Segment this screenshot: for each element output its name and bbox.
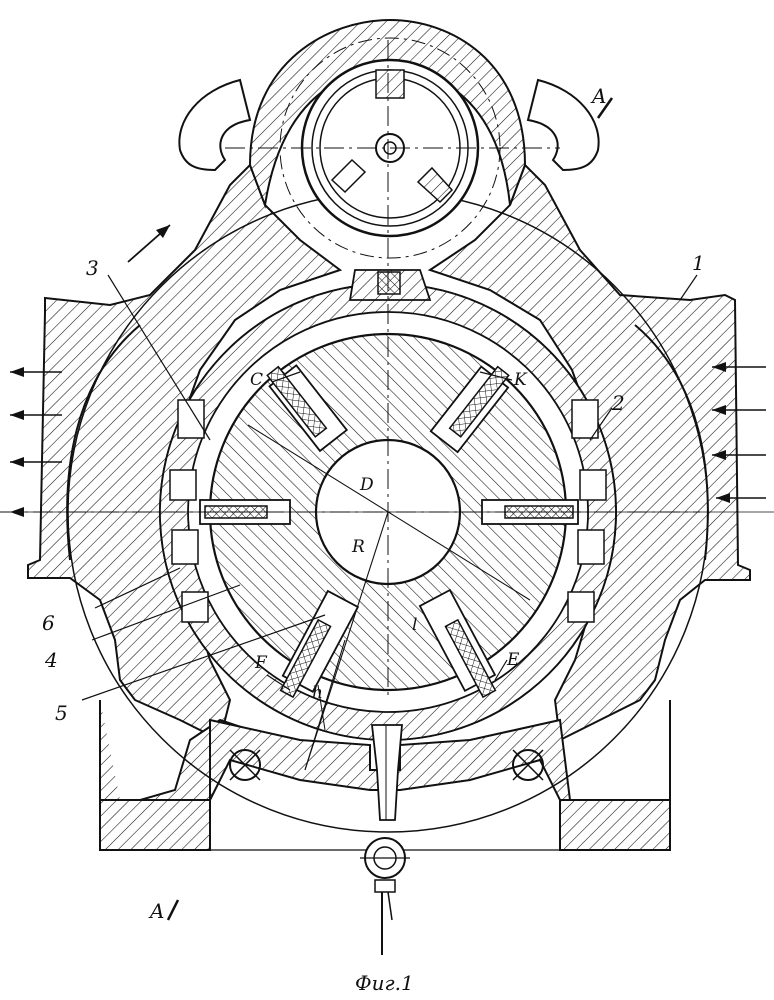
- label-dim-h: h: [312, 683, 323, 703]
- label-point-e: E: [506, 650, 520, 670]
- label-part-3: 3: [86, 256, 99, 280]
- section-marker-bottom: [166, 899, 180, 921]
- label-point-f: F: [254, 653, 268, 673]
- label-section-a-top: A: [590, 84, 606, 108]
- rotation-arrow-icon: [127, 224, 171, 263]
- label-part-5: 5: [55, 701, 68, 725]
- casing-body: [27, 18, 751, 851]
- section-marker-top: [596, 97, 614, 119]
- label-point-c: C: [250, 370, 263, 390]
- label-dim-d: D: [359, 475, 374, 495]
- leader-lines: [81, 274, 698, 701]
- label-section-a-bottom: A: [148, 899, 164, 923]
- flow-arrows-inlet: [712, 362, 766, 503]
- center-lines: [0, 40, 774, 771]
- flow-arrows-outlet: [10, 367, 62, 517]
- label-part-2: 2: [611, 391, 625, 415]
- label-part-6: 6: [42, 611, 55, 635]
- drain-valve: [360, 724, 410, 955]
- figure-caption: Фиг.1: [355, 971, 414, 995]
- label-part-4: 4: [44, 648, 58, 672]
- label-point-k: K: [513, 370, 528, 390]
- label-dim-r: R: [351, 537, 365, 557]
- label-dim-l: l: [412, 615, 417, 635]
- label-part-1: 1: [692, 251, 705, 275]
